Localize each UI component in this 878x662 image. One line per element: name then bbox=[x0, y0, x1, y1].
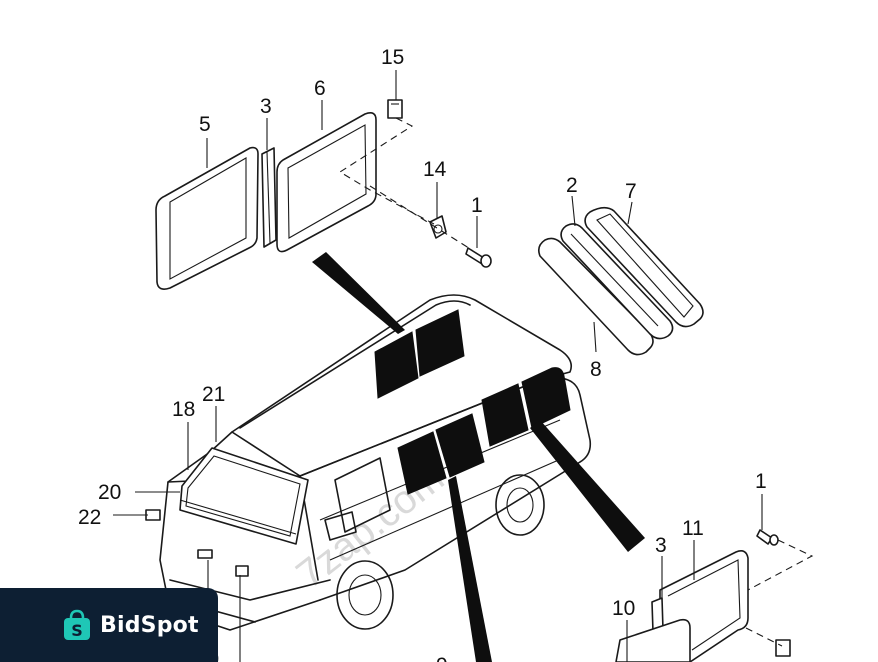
glass-part-7 bbox=[584, 206, 704, 328]
seal-part-3-top bbox=[261, 147, 277, 248]
glass-part-8 bbox=[538, 237, 654, 356]
pointer-roof bbox=[312, 252, 405, 334]
pointer-side-right bbox=[530, 420, 645, 552]
leader-lines bbox=[113, 70, 763, 662]
callout-6: 6 bbox=[314, 77, 326, 100]
callout-3-bottom: 3 bbox=[655, 534, 667, 557]
callout-15: 15 bbox=[381, 46, 404, 69]
callout-14: 14 bbox=[423, 158, 447, 181]
glass-part-10 bbox=[615, 618, 691, 662]
callout-7: 7 bbox=[625, 180, 637, 203]
callout-18: 18 bbox=[172, 398, 195, 421]
callout-8: 8 bbox=[590, 358, 602, 381]
callout-21: 21 bbox=[202, 383, 225, 406]
callout-11: 11 bbox=[682, 517, 704, 540]
clip-part-15 bbox=[387, 99, 403, 119]
side-windows bbox=[397, 367, 571, 495]
callout-3-top: 3 bbox=[260, 95, 272, 118]
seal-part-2 bbox=[560, 223, 674, 340]
callout-10: 10 bbox=[612, 597, 635, 620]
glass-part-5 bbox=[155, 146, 259, 290]
pointer-side-down bbox=[448, 476, 492, 662]
callout-1-top: 1 bbox=[471, 194, 483, 217]
callout-9: 9 bbox=[436, 654, 448, 662]
svg-text:S: S bbox=[71, 621, 83, 640]
rear-glass bbox=[179, 447, 309, 545]
roof-window bbox=[374, 309, 465, 399]
bidspot-brand: BidSpot bbox=[100, 612, 199, 638]
bidspot-badge[interactable]: S BidSpot bbox=[0, 588, 218, 662]
clip-bottom-right bbox=[775, 639, 791, 657]
glass-part-6 bbox=[276, 112, 377, 253]
clip-part-14 bbox=[429, 215, 447, 239]
callout-22: 22 bbox=[78, 506, 101, 529]
callout-5: 5 bbox=[199, 113, 211, 136]
bolt-part-1-top bbox=[465, 247, 492, 268]
shopping-bag-icon: S bbox=[62, 608, 92, 642]
bolt-part-1-bottom bbox=[756, 529, 779, 546]
callout-20: 20 bbox=[98, 481, 121, 504]
callout-1-bottom: 1 bbox=[755, 470, 767, 493]
callout-2: 2 bbox=[566, 174, 578, 197]
